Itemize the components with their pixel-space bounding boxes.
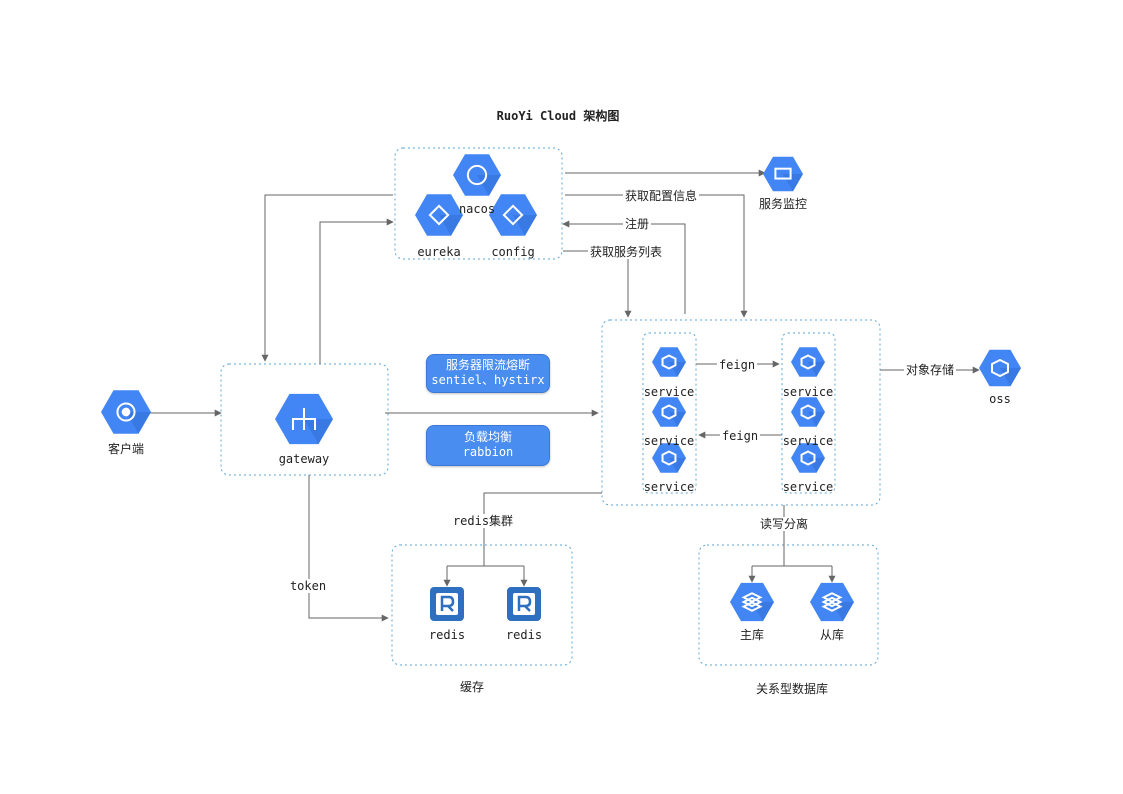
edge-token: [308, 475, 389, 622]
edge-label-feign-left: feign: [719, 429, 761, 443]
oss-icon: [979, 349, 1021, 387]
rate-limit-circuit-breaker-pill: 服务器限流熔断 sentiel、hystirx: [426, 354, 550, 393]
gateway-icon: [275, 393, 333, 445]
config-label: config: [491, 245, 535, 259]
service-label-6: service: [782, 480, 834, 494]
edge-label-feign-right: feign: [716, 358, 758, 372]
config-icon: [489, 194, 537, 236]
service-label-5: service: [782, 434, 834, 448]
client-label: 客户端: [107, 442, 145, 456]
rdb-group-title: 关系型数据库: [755, 682, 829, 696]
nacos-icon: [453, 154, 501, 196]
edge-register: [562, 220, 686, 314]
service-label-2: service: [643, 434, 695, 448]
load-balancer-line2: rabbion: [462, 445, 514, 459]
edge-label-get-config: 获取配置信息: [622, 189, 700, 203]
eureka-label: eureka: [417, 245, 461, 259]
load-balancer-pill: 负载均衡 rabbion: [426, 425, 550, 466]
service-column-right: [781, 332, 836, 494]
redis-icon-2: [507, 587, 541, 621]
edge-read-write-split: [751, 505, 833, 578]
eureka-icon: [415, 194, 463, 236]
service-icon-5: [791, 397, 825, 427]
rate-limit-line2: sentiel、hystirx: [431, 373, 545, 387]
edge-label-read-write-split: 读写分离: [757, 517, 811, 531]
edge-gateway-registry: [319, 218, 394, 364]
gateway-label: gateway: [278, 452, 330, 466]
slave-db-label: 从库: [819, 628, 845, 642]
service-label-4: service: [782, 385, 834, 399]
nacos-label: nacos: [458, 202, 496, 216]
edge-label-register: 注册: [622, 217, 652, 231]
edge-label-redis-cluster: redis集群: [450, 514, 516, 528]
client-icon: [101, 390, 151, 434]
service-label-1: service: [643, 385, 695, 399]
service-icon-2: [652, 397, 686, 427]
cache-group-title: 缓存: [459, 680, 485, 694]
service-icon-3: [652, 443, 686, 473]
cache-group-box: [391, 544, 573, 666]
gateway-group-box: [220, 363, 389, 476]
master-db-label: 主库: [739, 628, 765, 642]
edge-label-object-storage: 对象存储: [903, 363, 957, 377]
monitor-label: 服务监控: [758, 197, 808, 211]
service-icon-1: [652, 347, 686, 377]
database-group-box: [698, 544, 879, 666]
rate-limit-line1: 服务器限流熔断: [445, 358, 530, 372]
service-icon-4: [791, 347, 825, 377]
service-icon-6: [791, 443, 825, 473]
registry-group-box: [394, 147, 563, 260]
redis-label-1: redis: [428, 628, 466, 642]
service-label-3: service: [643, 480, 695, 494]
load-balancer-line1: 负载均衡: [463, 430, 512, 444]
edge-registry-gateway: [261, 194, 393, 362]
edge-get-service-list: [563, 250, 632, 318]
monitor-icon: [763, 156, 803, 192]
diagram-title: RuoYi Cloud 架构图: [496, 109, 620, 123]
edge-redis-cluster: [446, 492, 602, 584]
service-column-left: [642, 332, 697, 494]
redis-icon-1: [430, 587, 464, 621]
services-group-box: [601, 319, 881, 506]
redis-label-2: redis: [505, 628, 543, 642]
edge-label-get-service-list: 获取服务列表: [587, 245, 665, 259]
slave-db-icon: [810, 582, 854, 622]
master-db-icon: [730, 582, 774, 622]
oss-label: oss: [989, 392, 1011, 406]
edge-label-token: token: [287, 579, 329, 593]
